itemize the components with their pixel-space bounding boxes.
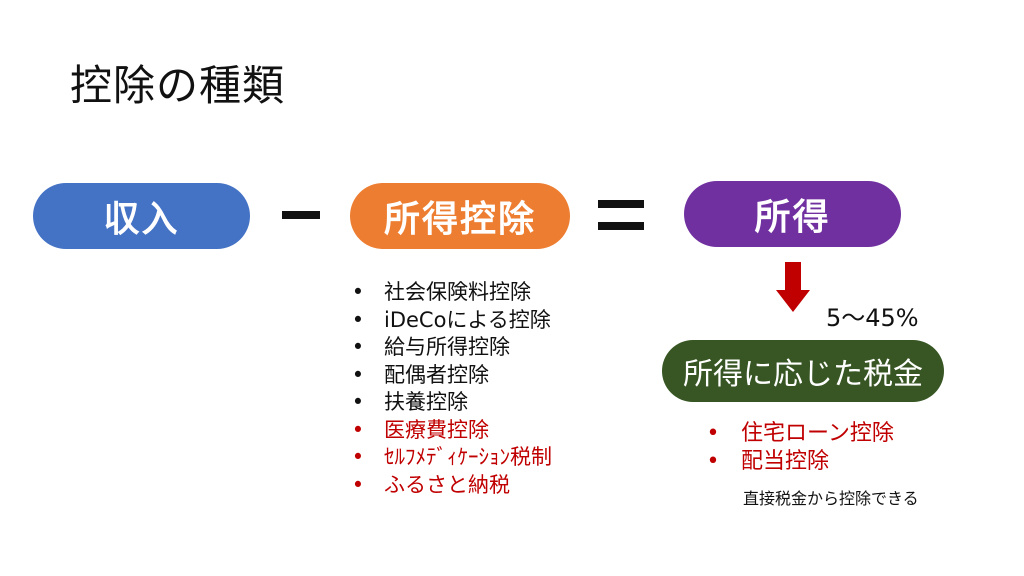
minus-sign bbox=[282, 211, 320, 219]
tax-credit-list: • 住宅ローン控除 • 配当控除 bbox=[703, 420, 894, 476]
deduction-list-item: • 扶養控除 bbox=[348, 389, 552, 417]
income-tax-box: 所得に応じた税金 bbox=[662, 340, 944, 402]
bullet-icon: • bbox=[706, 421, 720, 446]
deduction-list-label: 配偶者控除 bbox=[384, 362, 489, 387]
bullet-icon: • bbox=[351, 307, 365, 332]
equals-sign-top bbox=[598, 200, 644, 208]
down-arrow-icon bbox=[776, 262, 810, 312]
bullet-icon: • bbox=[706, 449, 720, 474]
deduction-list-label: 医療費控除 bbox=[384, 417, 489, 442]
deduction-list-item: • iDeCoによる控除 bbox=[348, 307, 552, 335]
deduction-list-label: iDeCoによる控除 bbox=[384, 307, 551, 332]
tax-credit-list-item: • 住宅ローン控除 bbox=[703, 420, 894, 448]
bullet-icon: • bbox=[351, 445, 365, 469]
deduction-list-label: ふるさと納税 bbox=[384, 472, 510, 497]
deduction-list-label: 給与所得控除 bbox=[384, 335, 510, 359]
bullet-icon: • bbox=[351, 335, 365, 359]
deduction-list-label: 社会保険料控除 bbox=[384, 280, 531, 304]
deduction-list-item: • 給与所得控除 bbox=[348, 334, 552, 362]
tax-rate-label: 5〜45% bbox=[826, 304, 919, 332]
bullet-icon: • bbox=[351, 472, 365, 497]
bullet-icon: • bbox=[351, 417, 365, 442]
deduction-list-item: • 配偶者控除 bbox=[348, 362, 552, 390]
deduction-list-item: • ｾﾙﾌﾒﾃﾞｨｹｰｼｮﾝ税制 bbox=[348, 444, 552, 472]
bullet-icon: • bbox=[351, 280, 365, 304]
deduction-list-item: • 医療費控除 bbox=[348, 417, 552, 445]
tax-credit-note: 直接税金から控除できる bbox=[743, 489, 919, 508]
deduction-list: • 社会保険料控除 • iDeCoによる控除 • 給与所得控除 • 配偶者控除 • 扶養控除 • 医療… bbox=[348, 279, 552, 499]
page-title: 控除の種類 bbox=[70, 61, 286, 110]
deduction-list-label: ｾﾙﾌﾒﾃﾞｨｹｰｼｮﾝ税制 bbox=[384, 445, 552, 469]
deduction-list-item: • 社会保険料控除 bbox=[348, 279, 552, 307]
income-deduction-box: 所得控除 bbox=[350, 183, 570, 249]
bullet-icon: • bbox=[351, 390, 365, 414]
tax-credit-list-label: 配当控除 bbox=[741, 449, 830, 474]
deduction-list-item: • ふるさと納税 bbox=[348, 472, 552, 500]
income-box: 収入 bbox=[33, 183, 250, 249]
tax-credit-list-label: 住宅ローン控除 bbox=[741, 421, 894, 446]
tax-credit-list-item: • 配当控除 bbox=[703, 448, 894, 476]
equals-sign-bottom bbox=[598, 222, 644, 230]
taxable-income-box: 所得 bbox=[684, 181, 901, 247]
deduction-list-label: 扶養控除 bbox=[384, 390, 468, 414]
bullet-icon: • bbox=[351, 362, 365, 387]
